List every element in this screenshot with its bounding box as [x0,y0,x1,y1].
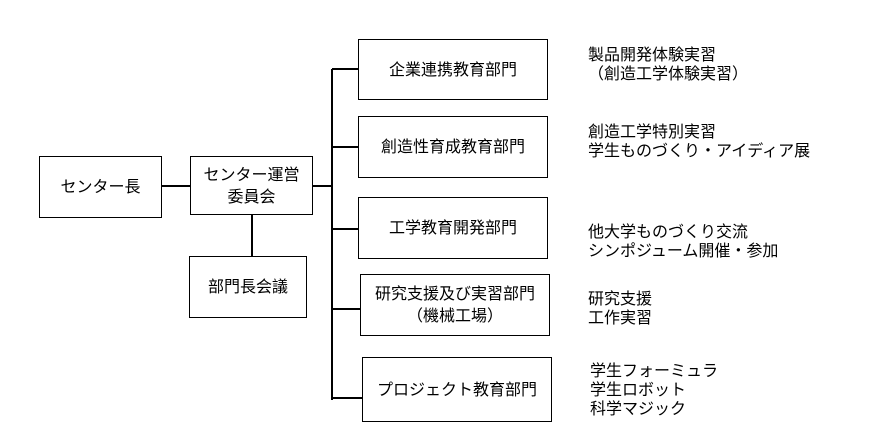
dept-creativity-box: 創造性育成教育部門 [358,116,548,178]
steering-committee-box: センター運営 委員会 [190,156,313,215]
dept-project-box: プロジェクト教育部門 [362,357,552,422]
dept-creativity-label: 創造性育成教育部門 [380,137,525,156]
note-research-support-line-2: 工作実習 [588,308,653,327]
note-engineering-dev: 他大学ものづくり交流 シンポジューム開催・参加 [588,222,778,260]
note-project-line-2: 学生ロボット [590,380,687,399]
note-creativity-line-1: 創造工学特別実習 [588,122,717,141]
note-industry: 製品開発体験実習 （創造工学体験実習） [588,45,748,83]
note-industry-line-2: （創造工学体験実習） [588,64,749,83]
note-research-support: 研究支援 工作実習 [588,289,652,327]
note-industry-line-1: 製品開発体験実習 [588,45,717,64]
dept-research-support-label-line-2: （機械工場） [406,306,503,325]
steering-committee-label-line-1: センター運営 [203,164,300,184]
dept-industry-label: 企業連携教育部門 [388,59,517,79]
note-engineering-dev-line-2: シンポジューム開催・参加 [588,241,779,260]
dept-industry-box: 企業連携教育部門 [358,39,548,100]
dept-project-label: プロジェクト教育部門 [376,379,537,399]
steering-committee-label-line-2: 委員会 [227,186,276,206]
note-creativity: 創造工学特別実習 学生ものづくり・アイディア展 [588,122,810,160]
center-head-box: センター長 [39,156,162,218]
note-creativity-line-2: 学生ものづくり・アイディア展 [588,141,811,160]
dept-engineering-dev-box: 工学教育開発部門 [358,197,548,259]
note-project-line-1: 学生フォーミュラ [590,361,719,380]
note-engineering-dev-line-1: 他大学ものづくり交流 [588,222,749,241]
dept-heads-meeting-label: 部門長会議 [207,277,288,296]
note-research-support-line-1: 研究支援 [588,289,653,308]
dept-heads-meeting-box: 部門長会議 [189,256,307,318]
dept-research-support-box: 研究支援及び実習部門 （機械工場） [360,274,550,336]
note-project: 学生フォーミュラ 学生ロボット 科学マジック [590,361,718,418]
dept-engineering-dev-label: 工学教育開発部門 [388,218,517,237]
note-project-line-3: 科学マジック [590,399,687,418]
center-head-label: センター長 [60,177,141,196]
dept-research-support-label-line-1: 研究支援及び実習部門 [374,284,535,303]
